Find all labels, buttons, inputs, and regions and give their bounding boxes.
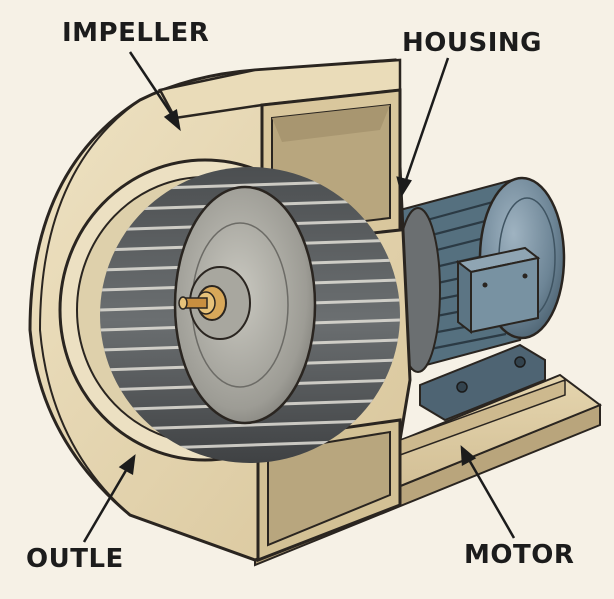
terminal-box xyxy=(455,246,541,335)
impeller xyxy=(58,158,400,463)
housing-label: HOUSING xyxy=(402,28,542,58)
motor xyxy=(395,176,566,422)
outlet-leader xyxy=(82,454,136,543)
leader-lines xyxy=(82,51,516,543)
motor-leader xyxy=(460,445,516,539)
impeller-leader xyxy=(128,51,181,132)
housing-leader xyxy=(396,57,450,198)
motor-label: MOTOR xyxy=(464,540,575,570)
impeller-label: IMPELLER xyxy=(62,18,210,48)
outlet-label: OUTLE xyxy=(26,544,124,574)
